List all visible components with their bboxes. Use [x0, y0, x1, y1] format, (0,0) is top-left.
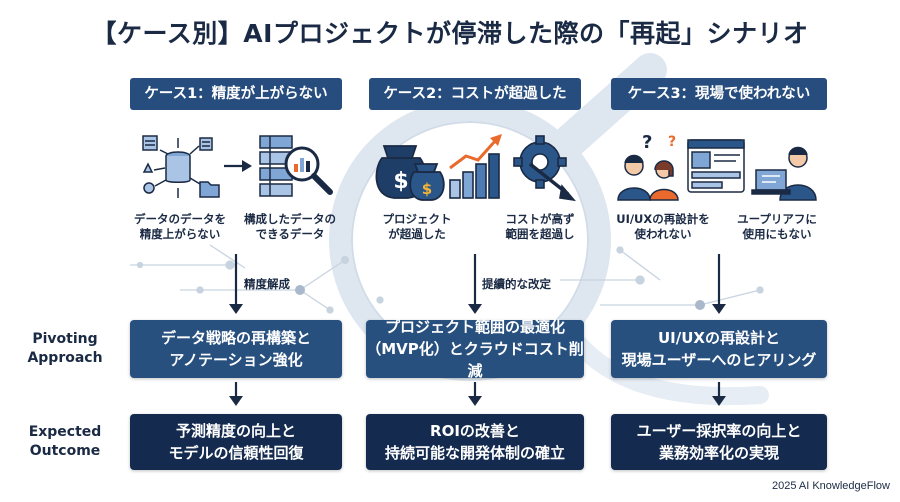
case2-outcome-box: ROIの改善と持続可能な開発体制の確立 [366, 414, 584, 470]
svg-text:$: $ [393, 169, 408, 194]
case2-caption-left: プロジェクト が超過した [372, 212, 462, 242]
case3-header: ケース3：現場で使われない [611, 78, 827, 110]
row-label-line: Approach [27, 350, 103, 366]
box-line: アノテーション強化 [169, 351, 303, 369]
flow-arrows [229, 254, 726, 406]
box-line: データ戦略の再構築と [160, 329, 311, 347]
right-arrow-icon [224, 160, 252, 172]
box-line: UI/UXの再設計と [657, 329, 780, 347]
caption-line: データのデータを [134, 212, 226, 226]
gear-arrow-icon [513, 135, 576, 202]
caption-line: できるデータ [255, 227, 325, 241]
rising-bar-chart-icon [449, 134, 502, 199]
case1-caption-right: 構成したデータの できるデータ [238, 212, 342, 242]
box-line: 業務効率化の実現 [658, 444, 779, 462]
case1-caption-left: データのデータを 精度上がらない [128, 212, 232, 242]
caption-line: コストが高ず [505, 212, 575, 226]
case1-mid-label: 精度解成 [244, 277, 290, 291]
caption-line: ユープリアフに [737, 212, 817, 226]
box-line: （MVP化）とクラウドコスト削減 [366, 340, 584, 380]
row-label-pivoting: Pivoting Approach [10, 330, 120, 368]
caption-line: 使われない [634, 227, 692, 241]
case2-caption-right: コストが高ず 範囲を超過し [490, 212, 590, 242]
user-laptop-icon [751, 146, 817, 201]
case1-outcome-box: 予測精度の向上とモデルの信頼性回復 [130, 414, 342, 470]
money-bags-icon: $ $ [375, 145, 445, 201]
case2-cost-icons: $ $ [375, 134, 576, 202]
caption-line: 精度上がらない [139, 227, 221, 241]
box-line: 持続可能な開発体制の確立 [384, 444, 565, 462]
caption-line: 使用にもない [742, 227, 812, 241]
case2-mid-label: 提續的な改定 [482, 277, 551, 291]
confused-users-icon: ? ? [617, 132, 679, 201]
box-line: 予測精度の向上と [175, 422, 296, 440]
case1-header: ケース1：精度が上がらない [130, 78, 342, 110]
case2-header: ケース2：コストが超過した [369, 78, 581, 110]
row-label-line: Outcome [29, 443, 101, 459]
case2-pivot-box: プロジェクト範囲の最適化 （MVP化）とクラウドコスト削減 [366, 318, 584, 380]
row-label-line: Expected [28, 424, 102, 440]
caption-line: プロジェクト [382, 212, 452, 226]
svg-text:?: ? [668, 134, 676, 150]
svg-text:?: ? [642, 132, 652, 153]
box-line: プロジェクト範囲の最適化 [384, 318, 565, 336]
box-line: ROIの改善と [430, 422, 520, 440]
caption-line: 範囲を超過し [505, 227, 575, 241]
case1-pivot-box: データ戦略の再構築とアノテーション強化 [130, 320, 342, 378]
network-lines-decor [130, 244, 764, 314]
app-window-icon [687, 139, 745, 193]
row-label-outcome: Expected Outcome [10, 423, 120, 461]
case3-pivot-box: UI/UXの再設計と現場ユーザーへのヒアリング [611, 320, 827, 378]
row-label-line: Pivoting [32, 331, 98, 347]
page-title: 【ケース別】AIプロジェクトが停滞した際の「再起」シナリオ [91, 19, 809, 48]
case3-outcome-box: ユーザー採択率の向上と業務効率化の実現 [611, 414, 827, 470]
box-line: ユーザー採択率の向上と [636, 422, 802, 440]
case3-caption-right: ユープリアフに 使用にもない [722, 212, 832, 242]
svg-text:$: $ [422, 180, 432, 198]
caption-line: が超過した [388, 227, 446, 241]
box-line: モデルの信頼性回復 [168, 444, 304, 462]
caption-line: UI/UXの再設計を [616, 212, 710, 226]
case3-caption-left: UI/UXの再設計を 使われない [608, 212, 718, 242]
case3-user-icons: ? ? [617, 132, 817, 201]
footer-credit: 2025 AI KnowledgeFlow [771, 480, 890, 492]
database-scatter-icon [142, 135, 220, 198]
box-line: 現場ユーザーへのヒアリング [621, 351, 817, 369]
case1-data-icons [142, 135, 333, 198]
structured-data-magnifier-icon [259, 135, 333, 197]
caption-line: 構成したデータの [244, 212, 336, 226]
